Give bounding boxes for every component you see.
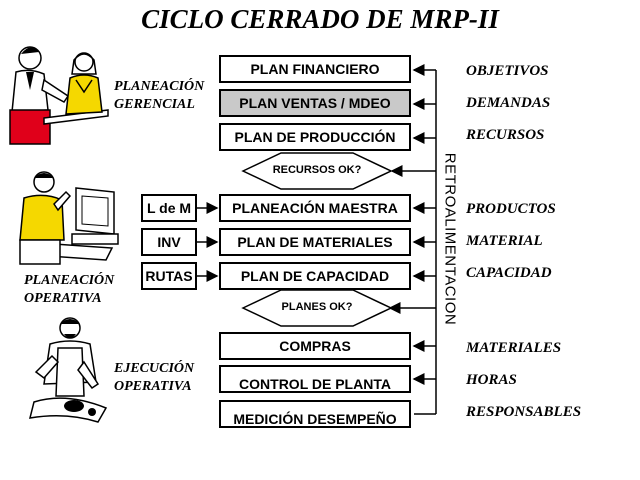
feedback-label: RETROALIMENTACION [441, 152, 459, 326]
box-plan-financiero: PLAN FINANCIERO [219, 55, 411, 83]
box-plan-capacidad: PLAN DE CAPACIDAD [219, 262, 411, 290]
right-label-responsables: RESPONSABLES [466, 404, 582, 420]
left-label-operativa: PLANEACIÓN OPERATIVA [24, 272, 114, 308]
left-label-operativa-line2: OPERATIVA [24, 291, 102, 306]
right-label-materiales: MATERIALES [466, 340, 562, 356]
box-control-planta: CONTROL DE PLANTA [219, 365, 411, 393]
box-medicion-desempeno: MEDICIÓN DESEMPEÑO [219, 400, 411, 428]
input-box-inv: INV [141, 228, 197, 256]
right-label-capacidad: CAPACIDAD [466, 265, 552, 281]
box-plan-produccion: PLAN DE PRODUCCIÓN [219, 123, 411, 151]
computer-operator-illustration [19, 171, 119, 265]
box-planeacion-maestra: PLANEACIÓN MAESTRA [219, 194, 411, 222]
right-label-demandas: DEMANDAS [466, 95, 551, 111]
right-label-recursos: RECURSOS [466, 127, 545, 143]
left-label-ejecucion-line1: EJECUCIÓN [114, 361, 195, 376]
managers-meeting-illustration [9, 46, 109, 145]
right-label-objetivos: OBJETIVOS [466, 63, 549, 79]
feedback-label-container: RETROALIMENTACION [440, 146, 460, 332]
right-label-material: MATERIAL [466, 233, 543, 249]
box-plan-ventas: PLAN VENTAS / MDEO [219, 89, 411, 117]
decision-planes-ok: PLANES OK? [281, 301, 353, 313]
decision-recursos-ok: RECURSOS OK? [272, 164, 362, 176]
left-label-gerencial-line1: PLANEACIÓN [114, 79, 205, 94]
right-label-productos: PRODUCTOS [466, 201, 556, 217]
right-label-horas: HORAS [466, 372, 517, 388]
worker-illustration [28, 317, 108, 423]
left-label-gerencial: PLANEACIÓN GERENCIAL [114, 78, 204, 114]
box-compras: COMPRAS [219, 332, 411, 360]
input-box-rutas: RUTAS [141, 262, 197, 290]
left-label-ejecucion: EJECUCIÓN OPERATIVA [114, 360, 194, 396]
left-label-ejecucion-line2: OPERATIVA [114, 379, 192, 394]
left-label-gerencial-line2: GERENCIAL [114, 97, 195, 112]
left-label-operativa-line1: PLANEACIÓN [24, 273, 115, 288]
input-box-ldm: L de M [141, 194, 197, 222]
box-plan-materiales: PLAN DE MATERIALES [219, 228, 411, 256]
diagram-title: CICLO CERRADO DE MRP-II [141, 4, 499, 34]
decision-planes-shape [241, 289, 393, 327]
decision-recursos-shape [241, 152, 393, 190]
